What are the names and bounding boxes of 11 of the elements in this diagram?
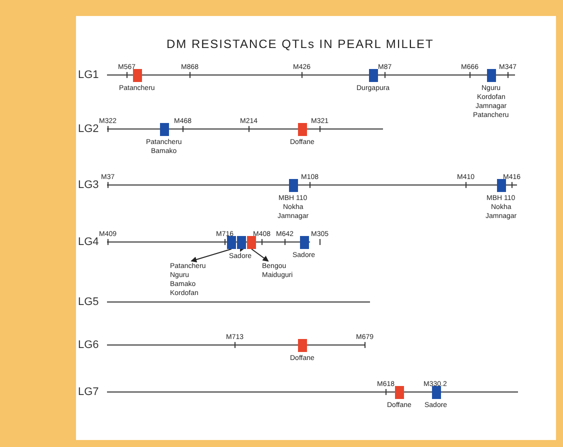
linkage-group-label: LG7 xyxy=(78,387,99,398)
linkage-group-label: LG5 xyxy=(78,297,99,308)
linkage-group-label: LG6 xyxy=(78,340,99,351)
qtl-bar xyxy=(432,386,440,398)
linkage-group-label: LG3 xyxy=(78,180,99,191)
leader-line xyxy=(190,248,232,262)
leader-line xyxy=(251,248,269,262)
linkage-group-label: LG4 xyxy=(78,237,99,248)
diagram-title: DM RESISTANCE QTLs IN PEARL MILLET xyxy=(166,38,434,50)
linkage-group-label: LG2 xyxy=(78,124,99,135)
linkage-group-label: LG1 xyxy=(78,70,99,81)
